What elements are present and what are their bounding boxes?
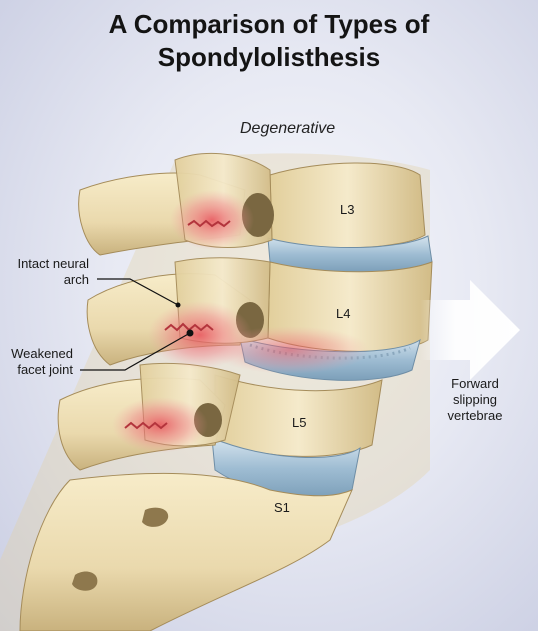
callout-weakened-facet-joint: Weakened facet joint xyxy=(0,346,73,378)
inflammation-l5-facet xyxy=(112,397,208,453)
facet-joint-l5-line xyxy=(124,421,168,430)
leader-dot-facet-joint xyxy=(186,329,194,337)
callout-forward-line1: Forward xyxy=(451,376,499,391)
label-s1: S1 xyxy=(274,500,290,515)
callout-forward-line2: slipping xyxy=(452,392,498,407)
callout-facet-line2: facet joint xyxy=(17,362,73,377)
label-l5: L5 xyxy=(292,415,307,430)
title-line-2: Spondylolisthesis xyxy=(157,42,381,72)
callout-intact-neural-arch: Intact neural arch xyxy=(0,256,89,288)
callout-forward-slipping: Forward slipping vertebrae xyxy=(430,376,520,424)
diagram-subtitle: Degenerative xyxy=(240,120,336,137)
callout-forward-line3: vertebrae xyxy=(447,408,503,423)
leader-dot-neural-arch xyxy=(175,302,181,308)
page-title: A Comparison of Types of Spondylolisthes… xyxy=(0,8,538,74)
sacral-foramen xyxy=(142,507,169,527)
sacral-foramen-2 xyxy=(72,571,98,591)
sacrum-s1 xyxy=(19,472,353,631)
callout-neural-arch-line2: arch xyxy=(63,272,89,287)
leader-line-neural-arch xyxy=(97,278,179,306)
label-l3: L3 xyxy=(340,202,355,217)
callout-facet-line1: Weakened xyxy=(11,346,73,361)
facet-joint-l3-line xyxy=(187,219,231,228)
leader-line-facet-joint xyxy=(80,332,191,371)
title-line-1: A Comparison of Types of xyxy=(108,9,430,39)
inflammation-l3-facet xyxy=(170,190,254,250)
callout-neural-arch-line1: Intact neural xyxy=(17,256,89,271)
inflammation-l4-disc xyxy=(210,326,370,374)
label-l4: L4 xyxy=(336,306,351,321)
forward-slip-arrow xyxy=(420,280,520,380)
